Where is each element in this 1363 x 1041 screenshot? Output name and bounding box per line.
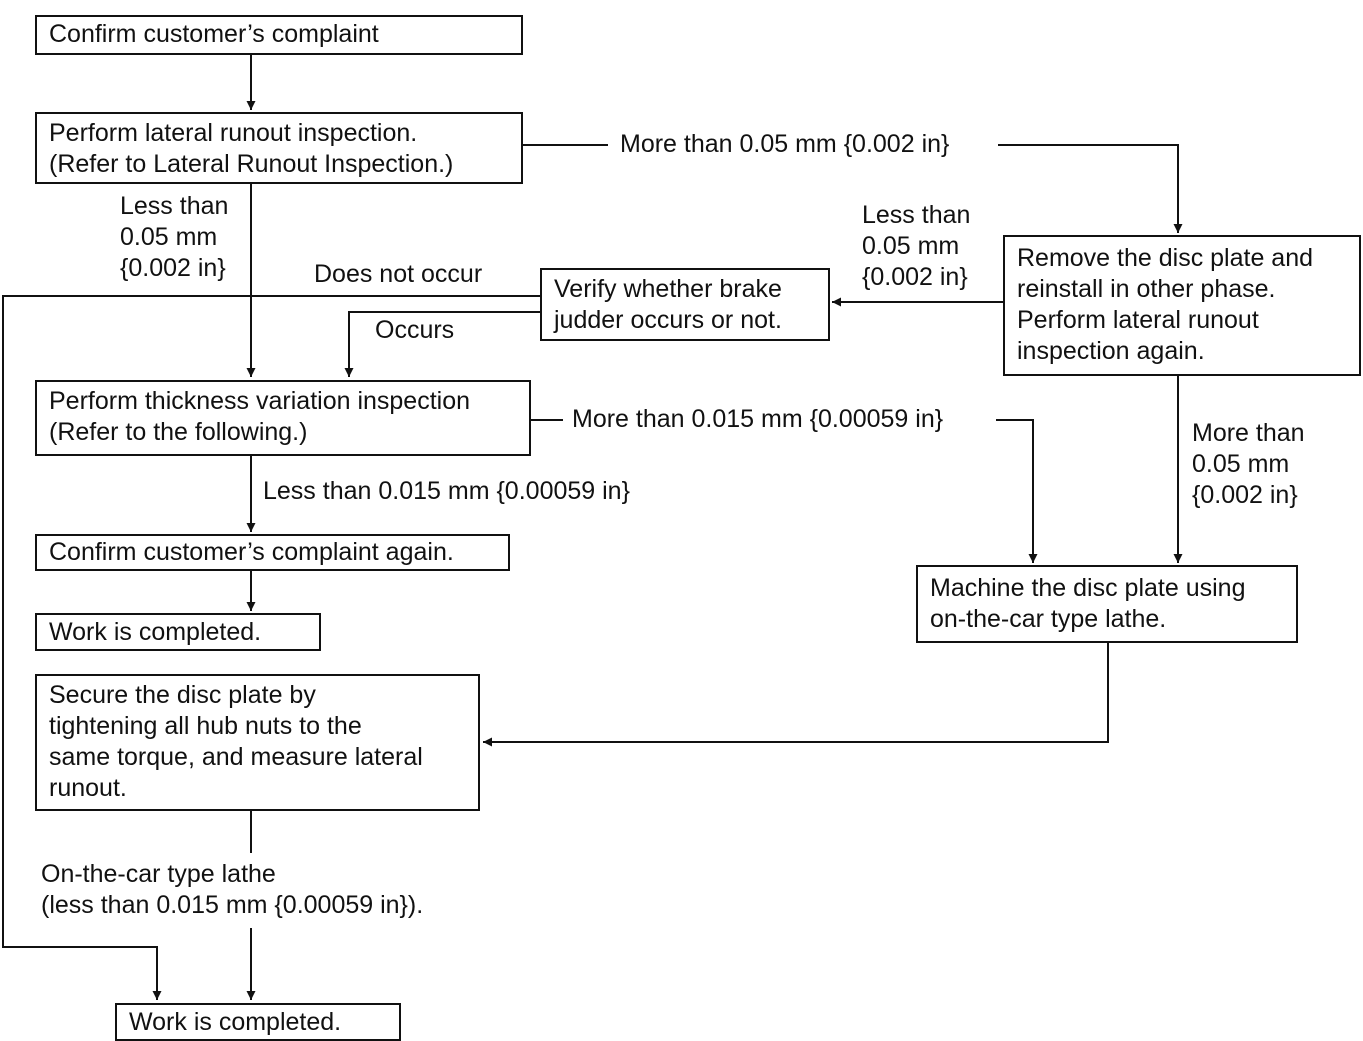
box-text-line: Secure the disc plate by [49, 681, 316, 709]
box-text-line: Perform lateral runout [1017, 306, 1259, 334]
label-lateral-less-than: Less than 0.05 mm {0.002 in} [120, 191, 229, 284]
box-text-line: judder occurs or not. [554, 306, 782, 334]
box-verify-brake-judder: Verify whether brake judder occurs or no… [540, 268, 830, 341]
label-text-line: Does not occur [314, 260, 483, 288]
box-text-line: Machine the disc plate using [930, 574, 1246, 602]
box-text-line: Work is completed. [129, 1008, 342, 1036]
label-text-line: (less than 0.015 mm {0.00059 in}). [41, 891, 424, 919]
box-thickness-variation-inspection: Perform thickness variation inspection (… [35, 380, 531, 456]
box-machine-disc-plate: Machine the disc plate using on-the-car … [916, 565, 1298, 643]
box-work-completed-2: Work is completed. [115, 1003, 401, 1041]
label-lateral-more-than: More than 0.05 mm {0.002 in} [614, 129, 956, 160]
box-lateral-runout-inspection: Perform lateral runout inspection. (Refe… [35, 112, 523, 184]
connector-b4-does-not-occur [2, 295, 540, 1000]
box-text-line: Confirm customer’s complaint [49, 20, 379, 48]
label-text-line: More than [1192, 419, 1305, 447]
box-text-line: runout. [49, 774, 127, 802]
box-text-line: tightening all hub nuts to the [49, 712, 362, 740]
label-text-line: {0.002 in} [1192, 481, 1298, 509]
label-text-line: On-the-car type lathe [41, 860, 276, 888]
label-text-line: More than 0.015 mm {0.00059 in} [572, 405, 944, 433]
box-text-line: (Refer to the following.) [49, 418, 308, 446]
label-text-line: 0.05 mm [120, 223, 218, 251]
label-text-line: 0.05 mm [1192, 450, 1290, 478]
label-text-line: More than 0.05 mm {0.002 in} [620, 130, 950, 158]
box-text-line: inspection again. [1017, 337, 1205, 365]
box-work-completed-1: Work is completed. [35, 613, 321, 651]
connector-b4-occurs [344, 311, 540, 377]
box-text-line: Perform thickness variation inspection [49, 387, 471, 415]
label-thickness-more-than: More than 0.015 mm {0.00059 in} [566, 404, 950, 435]
label-on-the-car-lathe: On-the-car type lathe (less than 0.015 m… [41, 859, 424, 921]
box-text-line: reinstall in other phase. [1017, 275, 1276, 303]
box-text-line: (Refer to Lateral Runout Inspection.) [49, 150, 454, 178]
connector-more-than-to-b8 [996, 419, 1038, 563]
label-occurs: Occurs [375, 315, 455, 346]
label-text-line: 0.05 mm [862, 232, 960, 260]
label-text-line: Less than [120, 192, 229, 220]
label-reinspection-more-than: More than 0.05 mm {0.002 in} [1192, 418, 1305, 511]
box-confirm-complaint-again: Confirm customer’s complaint again. [35, 534, 510, 571]
label-reinspection-less-than: Less than 0.05 mm {0.002 in} [862, 200, 971, 293]
box-text-line: on-the-car type lathe. [930, 605, 1167, 633]
box-remove-reinstall-disc: Remove the disc plate and reinstall in o… [1003, 235, 1361, 376]
label-text-line: Occurs [375, 316, 455, 344]
box-text-line: same torque, and measure lateral [49, 743, 423, 771]
box-text-line: Verify whether brake [554, 275, 782, 303]
label-text-line: {0.002 in} [120, 254, 226, 282]
connector-b8-to-b9 [483, 643, 1109, 747]
box-text-line: Perform lateral runout inspection. [49, 119, 418, 147]
label-text-line: Less than [862, 201, 971, 229]
box-text-line: Remove the disc plate and [1017, 244, 1314, 272]
label-text-line: {0.002 in} [862, 263, 968, 291]
label-text-line: Less than 0.015 mm {0.00059 in} [263, 477, 630, 505]
label-does-not-occur: Does not occur [314, 259, 482, 290]
box-secure-disc-plate: Secure the disc plate by tightening all … [35, 674, 480, 811]
box-confirm-complaint: Confirm customer’s complaint [35, 15, 523, 55]
box-text-line: Confirm customer’s complaint again. [49, 538, 454, 566]
label-thickness-less-than: Less than 0.015 mm {0.00059 in} [263, 476, 630, 507]
connector-more-than-to-b3 [998, 144, 1183, 233]
box-text-line: Work is completed. [49, 618, 262, 646]
